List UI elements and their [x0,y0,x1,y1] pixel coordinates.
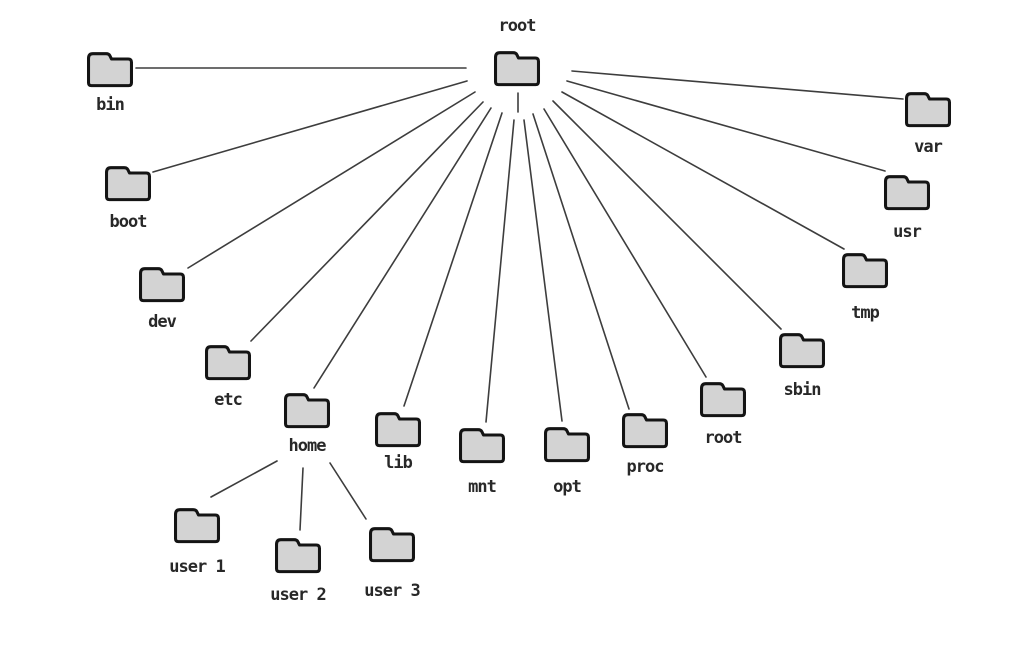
node-home: home [282,388,332,456]
folder-label-root: root [498,16,537,36]
folder-label-usr: usr [893,222,922,242]
node-user-2: user 2 [270,533,327,605]
folder-label-sbin: sbin [783,380,822,400]
edge-root-usr [566,80,886,172]
node-boot: boot [103,161,153,232]
folder-label-bin: bin [96,95,125,115]
folder-label-mnt: mnt [468,477,497,497]
folder-icon [283,393,331,429]
folder-icon [543,427,591,463]
node-usr: usr [882,170,932,242]
folder-label-opt: opt [553,477,582,497]
node-user-3: user 3 [364,522,421,601]
folder-icon [173,508,221,544]
edge-root-var [571,70,904,100]
edge-home-user-2 [299,467,304,531]
folder-icon [368,527,416,563]
folder-icon [86,52,134,88]
folder-label-tmp: tmp [851,303,880,323]
folder-icon [104,166,152,202]
folder-icon [374,412,422,448]
edge-root-etc [250,101,484,342]
folder-label-user-3: user 3 [364,581,420,601]
folder-icon [778,333,826,369]
folder-label-boot: boot [109,212,148,232]
folder-icon [699,382,747,418]
folder-label-user-1: user 1 [169,557,225,577]
folder-icon [274,538,322,574]
node-etc: etc [203,340,253,410]
folder-icon [841,253,889,289]
folder-label-user-2: user 2 [270,585,326,605]
node-bin: bin [85,47,135,115]
edge-root-sbin [552,100,782,330]
edge-root-opt [523,119,563,422]
node-root: root [492,16,542,88]
folder-icon [883,175,931,211]
folder-label-dev: dev [148,312,177,332]
edge-root-tmp [561,91,845,250]
folder-label-etc: etc [214,390,243,410]
folder-icon [204,345,252,381]
node-user-1: user 1 [169,503,226,577]
folder-icon [621,413,669,449]
edge-root-home [313,107,492,389]
node-mnt: mnt [457,423,507,497]
edge-root-root-child [543,108,707,378]
edge-home-user-3 [329,462,367,520]
folder-icon [138,267,186,303]
folder-label-var: var [914,137,943,157]
node-root-child: root [698,377,748,448]
folder-icon [493,51,541,87]
folder-label-proc: proc [626,457,665,477]
folder-label-home: home [288,436,327,456]
node-proc: proc [620,408,670,477]
edge-home-user-1 [210,460,278,498]
edge-root-proc [532,113,630,410]
node-opt: opt [542,422,592,497]
node-lib: lib [373,407,423,473]
folder-label-root-child: root [704,428,743,448]
node-var: var [903,87,953,157]
node-sbin: sbin [777,328,827,400]
node-dev: dev [137,262,187,332]
edge-root-dev [187,91,476,269]
edge-root-mnt [485,119,515,423]
folder-label-lib: lib [384,453,413,473]
folder-icon [458,428,506,464]
folder-icon [904,92,952,128]
edge-root-boot [152,80,468,173]
node-tmp: tmp [840,248,890,323]
edge-root-lib [403,112,503,407]
